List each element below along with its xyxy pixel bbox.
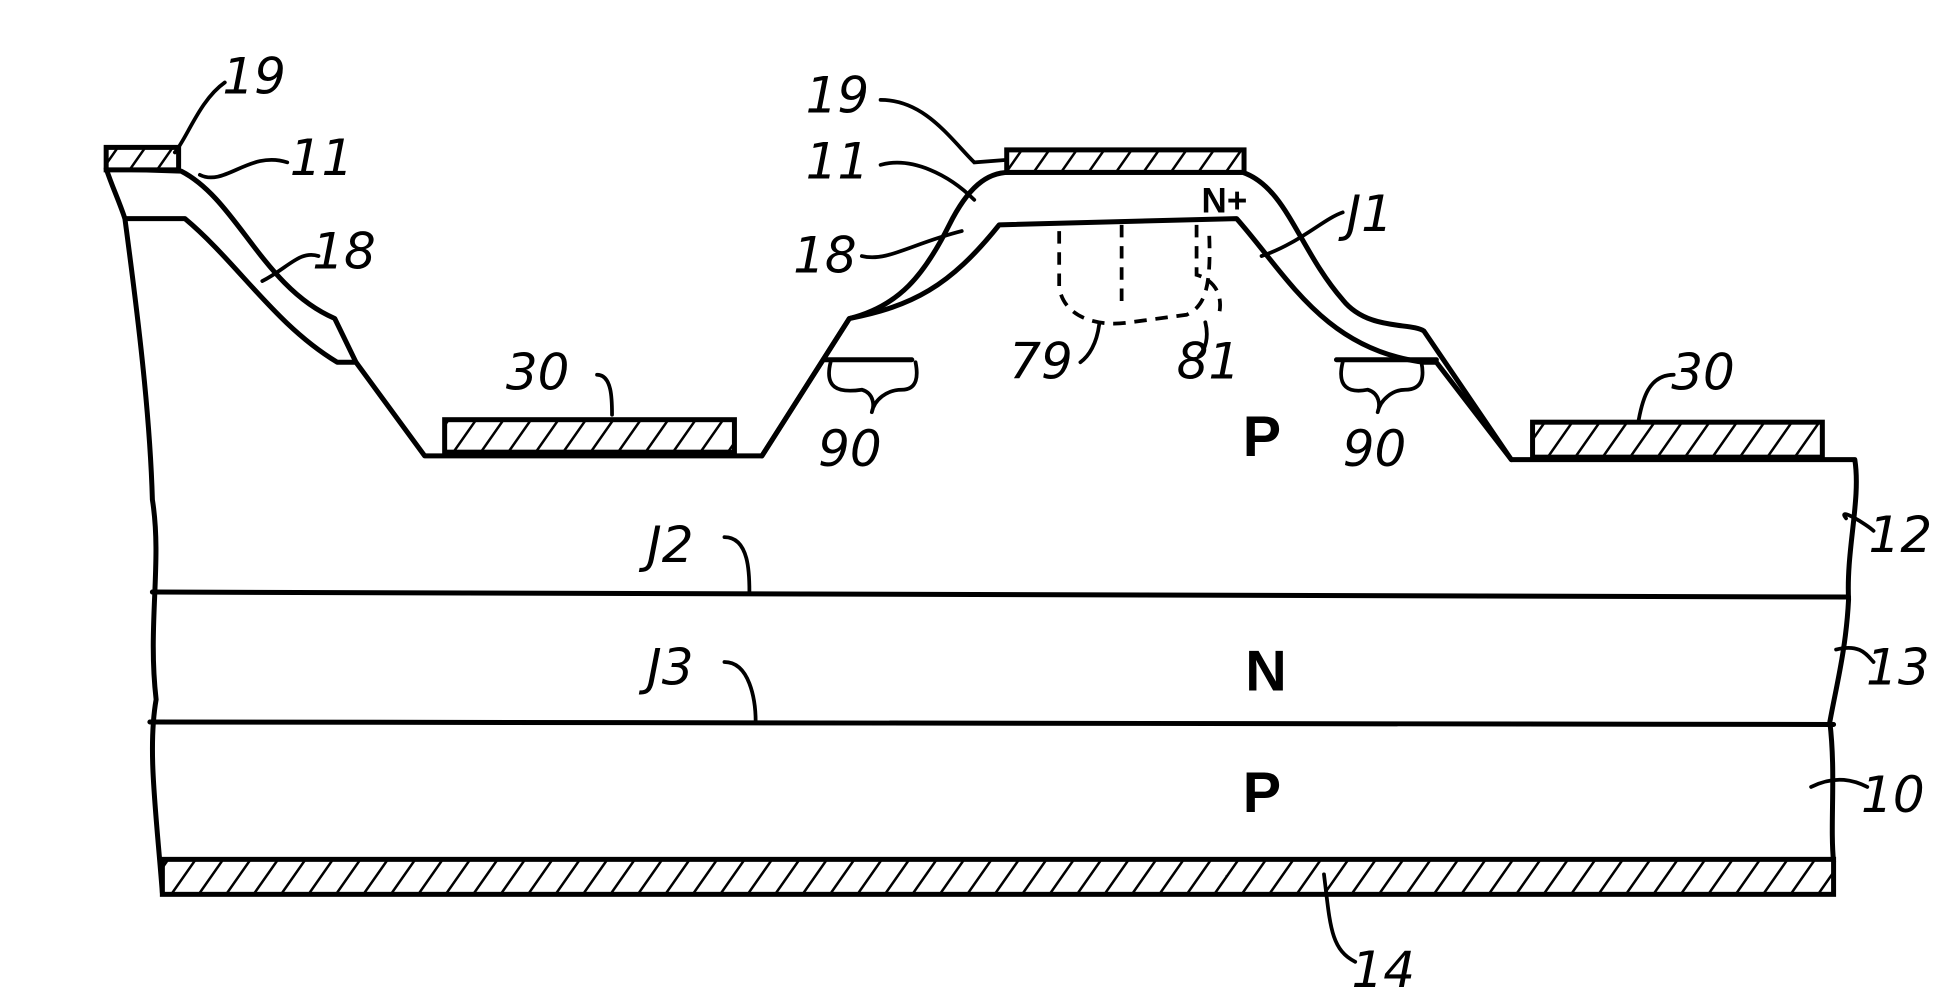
label-J3: J3 (638, 638, 694, 696)
region-n-mid: N (1245, 640, 1286, 704)
gate-electrode-30-left (445, 420, 735, 452)
region-n-plus: N+ (1202, 181, 1248, 220)
label-12: 12 (1869, 506, 1933, 564)
label-J1: J1 (1337, 185, 1393, 243)
label-90-left: 90 (818, 420, 882, 478)
label-J2: J2 (638, 516, 694, 574)
label-10: 10 (1861, 766, 1925, 824)
back-electrode-14 (162, 859, 1833, 894)
region-81-dashed (1122, 225, 1220, 319)
silicon-surface-outline (125, 219, 1856, 893)
region-79-dashed (1059, 231, 1209, 323)
gate-electrode-30-right (1533, 422, 1823, 457)
label-30-right: 30 (1671, 344, 1735, 402)
electrode-19-mid (1007, 150, 1244, 172)
region-p-bottom: P (1243, 761, 1281, 825)
brace-90-left (829, 362, 917, 412)
label-13: 13 (1866, 638, 1930, 696)
junction-J3-line (150, 722, 1834, 724)
brace-90-right (1341, 362, 1422, 412)
electrode-19-left (106, 147, 178, 169)
label-14: 14 (1351, 941, 1415, 999)
leader-lines (175, 82, 1874, 961)
label-79: 79 (1009, 332, 1073, 390)
oxide-layer-18-mid (762, 172, 1511, 459)
label-30-left: 30 (506, 344, 570, 402)
label-11-left: 11 (290, 129, 354, 187)
label-90-right: 90 (1343, 420, 1407, 478)
junction-J2-line (152, 592, 1848, 597)
label-11-mid: 11 (806, 133, 870, 191)
label-18-left: 18 (312, 223, 376, 281)
label-19-mid: 19 (806, 66, 870, 124)
label-19-left: 19 (222, 48, 286, 106)
label-81: 81 (1177, 332, 1241, 390)
label-18-mid: 18 (793, 226, 857, 284)
region-p-top: P (1243, 405, 1281, 469)
